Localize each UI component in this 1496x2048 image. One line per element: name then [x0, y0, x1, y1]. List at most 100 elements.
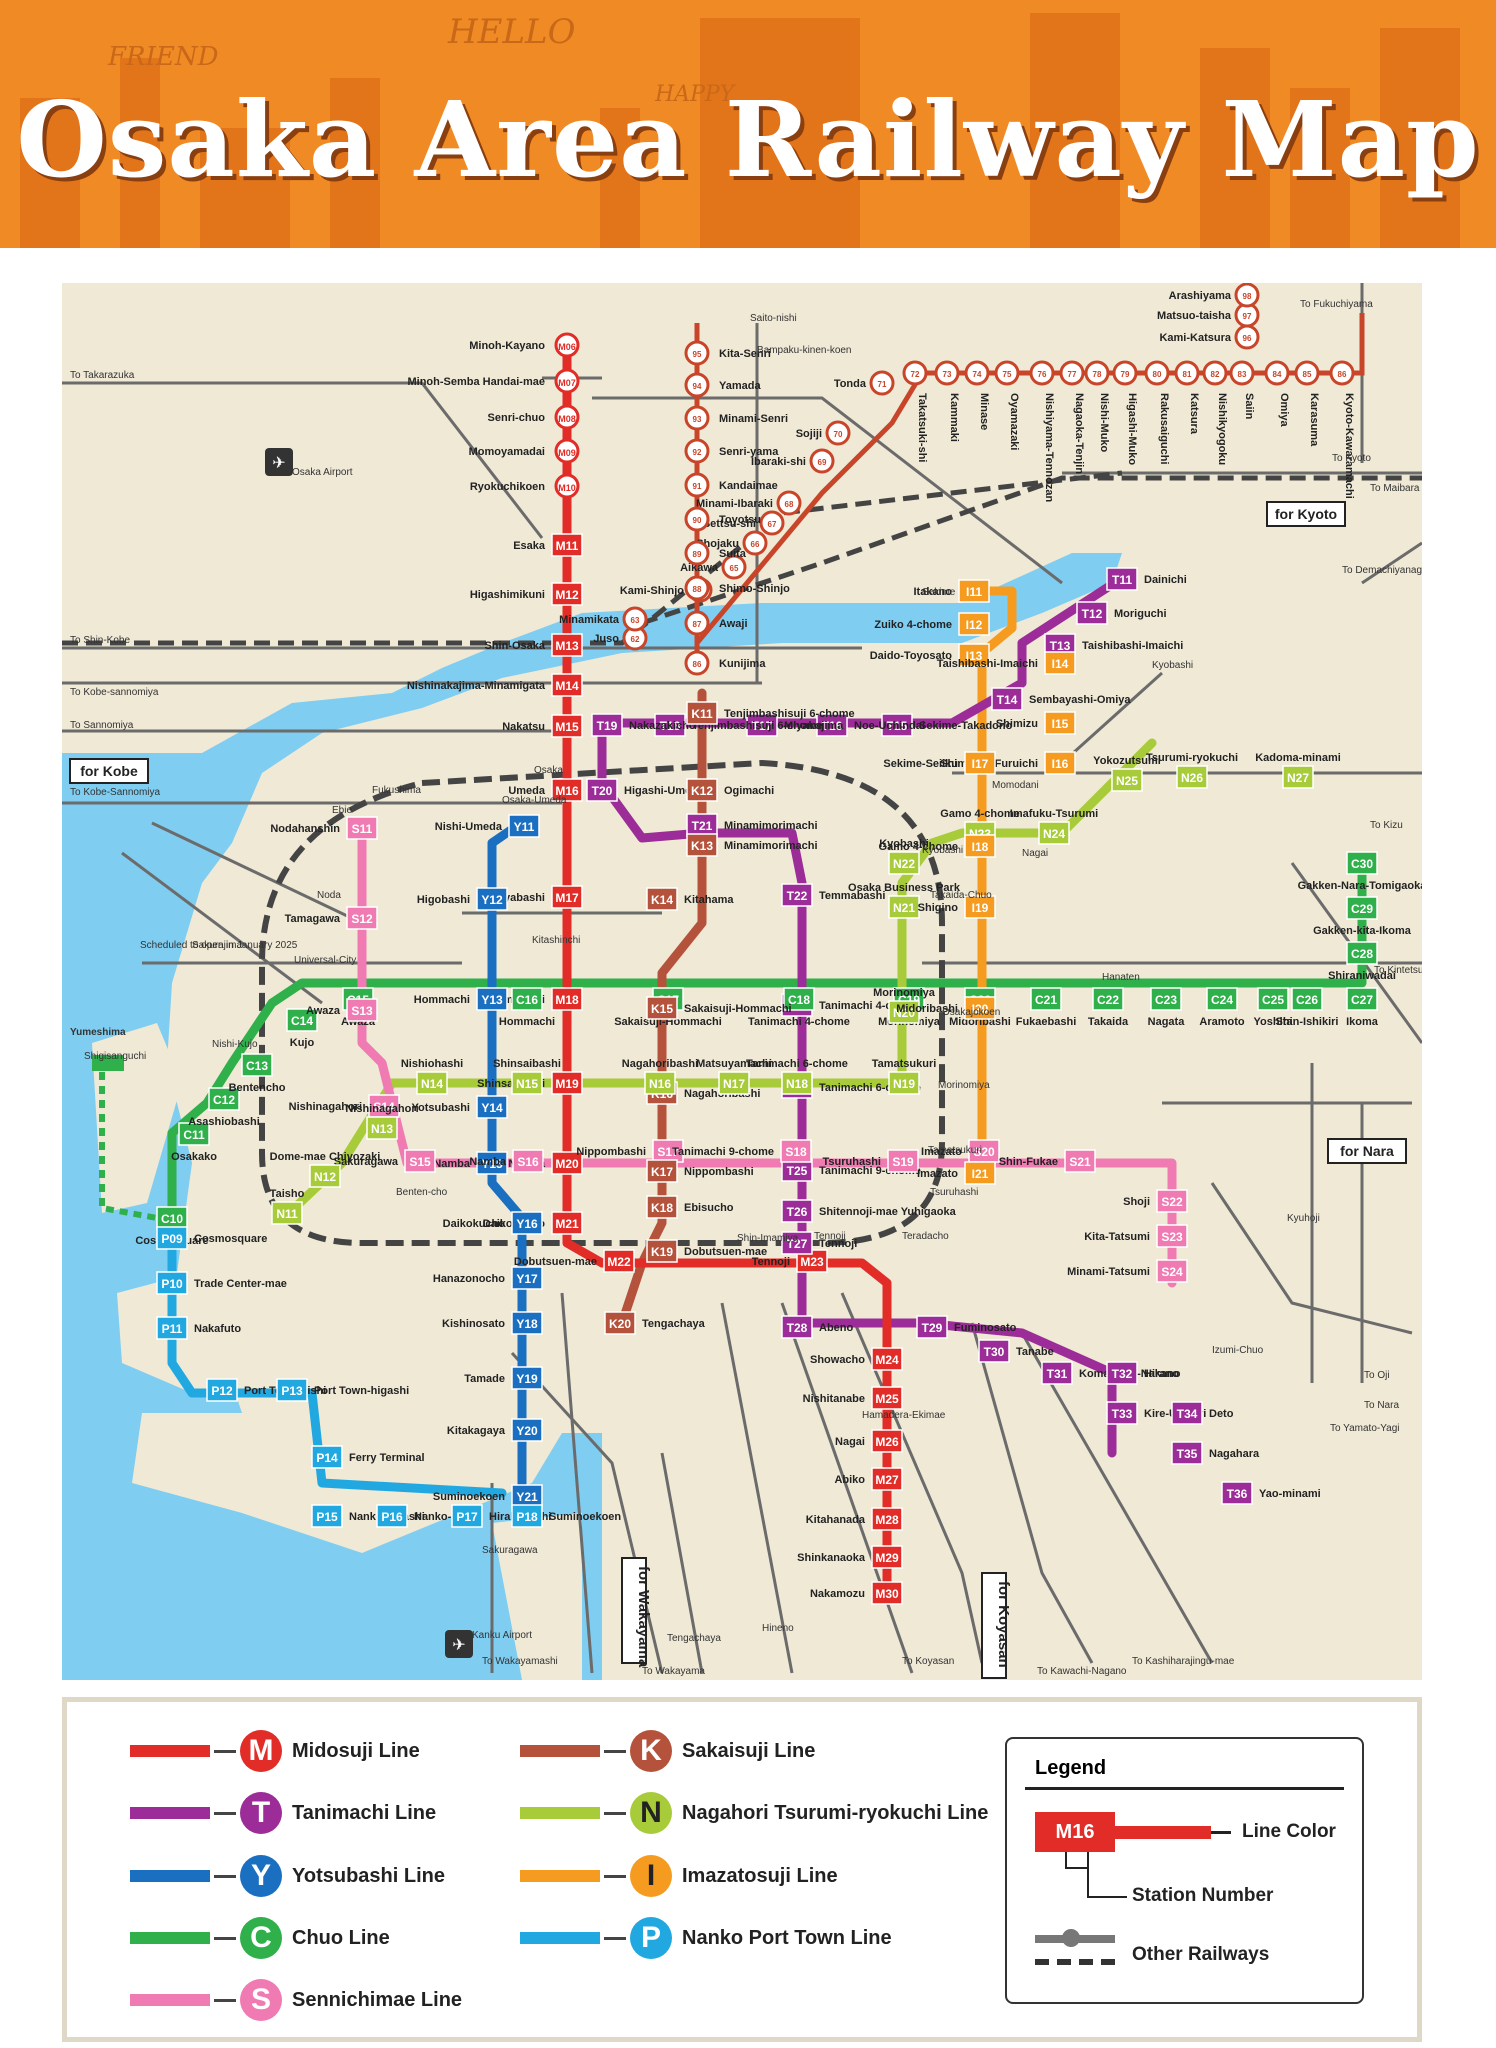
station-t17[interactable]: T17Miyakojima — [746, 713, 844, 737]
station-hk74[interactable]: 74Minase — [964, 360, 990, 430]
station-k11[interactable]: K11Tenjimbashisuji 6-chome — [686, 701, 855, 725]
station-m25[interactable]: M25Nishitanabe — [803, 1386, 903, 1410]
station-s20[interactable]: S20Imazato — [921, 1139, 1000, 1163]
station-s17[interactable]: S17Nippombashi — [576, 1139, 684, 1163]
station-hk90[interactable]: 90Toyotsu — [684, 506, 761, 532]
station-k13[interactable]: K13Minamimorimachi — [686, 833, 818, 857]
station-m30[interactable]: M30Nakamozu — [810, 1581, 903, 1605]
station-c14[interactable]: C14Kujo — [286, 1008, 318, 1049]
station-n25[interactable]: N25Yokozutsumi — [1093, 755, 1161, 792]
station-t29[interactable]: T29Fuminosato — [916, 1315, 1017, 1339]
station-hk70[interactable]: 70Sojiji — [796, 420, 851, 446]
station-s19[interactable]: S19Tsuruhashi — [823, 1149, 919, 1173]
station-hk75[interactable]: 75Oyamazaki — [994, 360, 1020, 450]
station-t12[interactable]: T12Moriguchi — [1076, 601, 1167, 625]
station-m07[interactable]: M07Minoh-Semba Handai-mae — [407, 368, 580, 394]
station-n20[interactable]: N20Morinomiya — [873, 987, 936, 1024]
station-y13[interactable]: Y13Hommachi — [414, 987, 508, 1011]
station-hk69[interactable]: 69Ibaraki-shi — [751, 448, 835, 474]
station-n14[interactable]: N14Nishiohashi — [401, 1058, 463, 1095]
station-t35[interactable]: T35Nagahara — [1171, 1441, 1260, 1465]
station-c18[interactable]: C18Tanimachi 4-chome — [748, 987, 850, 1028]
station-hk93[interactable]: 93Minami-Senri — [684, 405, 788, 431]
station-c27[interactable]: C27Ikoma — [1346, 987, 1379, 1028]
station-c24[interactable]: C24Aramoto — [1199, 987, 1245, 1028]
station-p18[interactable]: P18Suminoekoen — [511, 1504, 621, 1528]
station-t21[interactable]: T21Minamimorimachi — [686, 813, 818, 837]
station-i12[interactable]: I12Zuiko 4-chome — [874, 612, 990, 636]
railway-map[interactable]: M06Minoh-KayanoM07Minoh-Semba Handai-mae… — [62, 283, 1422, 1680]
station-m16[interactable]: M16Umeda — [508, 778, 583, 802]
station-s15[interactable]: S15Sakuragawa — [334, 1149, 436, 1173]
station-k15[interactable]: K15Sakaisuji-Hommachi — [646, 996, 792, 1020]
station-hk78[interactable]: 78Nishi-Muko — [1084, 360, 1110, 453]
station-k18[interactable]: K18Ebisucho — [646, 1195, 734, 1219]
station-m22[interactable]: M22Dobutsuen-mae — [514, 1249, 635, 1273]
station-m23[interactable]: M23Tennoji — [752, 1249, 828, 1273]
station-i15[interactable]: I15Shimizu — [996, 711, 1076, 735]
station-s16[interactable]: S16Namba — [469, 1149, 544, 1173]
station-n24[interactable]: N24Imafuku-Tsurumi — [1010, 808, 1098, 845]
station-t30[interactable]: T30Tanabe — [978, 1339, 1054, 1363]
station-hk67[interactable]: 67Settsu-shi — [703, 510, 785, 536]
station-i11[interactable]: I11Itakano — [913, 579, 990, 603]
station-p13[interactable]: P13Port Town-higashi — [276, 1378, 409, 1402]
station-i21[interactable]: I21Imazato — [917, 1161, 996, 1185]
station-hk76[interactable]: 76Nishiyama-Tennozan — [1029, 360, 1055, 502]
station-s12[interactable]: S12Tamagawa — [285, 906, 378, 930]
station-hk82[interactable]: 82Nishikyogoku — [1202, 360, 1228, 465]
station-m28[interactable]: M28Kitahanada — [806, 1507, 903, 1531]
station-y16[interactable]: Y16Daikokucho — [443, 1211, 543, 1235]
station-c16[interactable]: C16Hommachi — [499, 987, 555, 1028]
station-t14[interactable]: T14Sembayashi-Omiya — [991, 687, 1131, 711]
station-i13[interactable]: I13Daido-Toyosato — [870, 643, 990, 667]
station-c25[interactable]: C25Yoshita — [1254, 987, 1294, 1028]
station-y15[interactable]: Y15Namba — [433, 1151, 508, 1175]
station-hk89[interactable]: 89Suita — [684, 540, 747, 566]
station-p14[interactable]: P14Ferry Terminal — [311, 1445, 425, 1469]
station-s13[interactable]: S13Awaza — [306, 998, 378, 1022]
station-hk68[interactable]: 68Minami-Ibaraki — [696, 490, 802, 516]
station-n16[interactable]: N16Nagahoribashi — [622, 1058, 698, 1095]
station-hk98[interactable]: 98Arashiyama — [1169, 283, 1260, 308]
station-m29[interactable]: M29Shinkanaoka — [797, 1545, 903, 1569]
station-n12[interactable]: N12Dome-mae Chiyozaki — [270, 1151, 381, 1188]
station-hk94[interactable]: 94Yamada — [684, 372, 761, 398]
station-hk86[interactable]: 86Kyoto-Kawaramachi — [1329, 360, 1355, 499]
station-c12[interactable]: C12Asashiobashi — [188, 1087, 260, 1128]
station-c21[interactable]: C21Fukaebashi — [1016, 987, 1077, 1028]
station-k14[interactable]: K14Kitahama — [646, 887, 734, 911]
station-hk92[interactable]: 92Senri-yama — [684, 438, 779, 464]
station-hk83[interactable]: 83Saiin — [1229, 360, 1255, 420]
station-t19[interactable]: T19Nakazakicho — [591, 713, 696, 737]
station-m06[interactable]: M06Minoh-Kayano — [469, 332, 580, 358]
station-t32[interactable]: T32Hirano — [1106, 1361, 1179, 1385]
station-hk80[interactable]: 80Rakusaiguchi — [1144, 360, 1170, 465]
station-n21[interactable]: N21Osaka Business Park — [848, 882, 961, 919]
station-c23[interactable]: C23Nagata — [1148, 987, 1186, 1028]
station-y12[interactable]: Y12Higobashi — [417, 887, 508, 911]
station-m14[interactable]: M14Nishinakajima-Minamigata — [407, 673, 583, 697]
station-t22[interactable]: T22Temmabashi — [781, 883, 885, 907]
station-m27[interactable]: M27Abiko — [834, 1467, 903, 1491]
station-t34[interactable]: T34Deto — [1171, 1401, 1234, 1425]
station-hk79[interactable]: 79Higashi-Muko — [1112, 360, 1138, 465]
station-n15[interactable]: N15Shinsaibashi — [493, 1058, 561, 1095]
station-c29[interactable]: C29Gakken-kita-Ikoma — [1313, 896, 1412, 937]
station-s22[interactable]: S22Shoji — [1123, 1189, 1188, 1213]
station-m11[interactable]: M11Esaka — [513, 533, 583, 557]
station-m24[interactable]: M24Showacho — [810, 1347, 903, 1371]
station-p10[interactable]: P10Trade Center-mae — [156, 1271, 287, 1295]
station-s18[interactable]: S18Tanimachi 9-chome — [672, 1139, 812, 1163]
station-t20[interactable]: T20Higashi-Umeda — [586, 778, 705, 802]
station-y18[interactable]: Y18Kishinosato — [442, 1311, 543, 1335]
station-s24[interactable]: S24Minami-Tatsumi — [1067, 1259, 1188, 1283]
station-i20[interactable]: I20Midoribashi — [896, 996, 996, 1020]
station-n26[interactable]: N26Tsurumi-ryokuchi — [1146, 752, 1238, 789]
station-t16[interactable]: T16Noe-Uchindai — [816, 713, 925, 737]
station-y11[interactable]: Y11Nishi-Umeda — [435, 814, 540, 838]
station-t11[interactable]: T11Dainichi — [1106, 567, 1187, 591]
station-hk84[interactable]: 84Omiya — [1264, 360, 1290, 428]
station-t28[interactable]: T28Abeno — [781, 1315, 854, 1339]
station-k20[interactable]: K20Tengachaya — [604, 1311, 706, 1335]
